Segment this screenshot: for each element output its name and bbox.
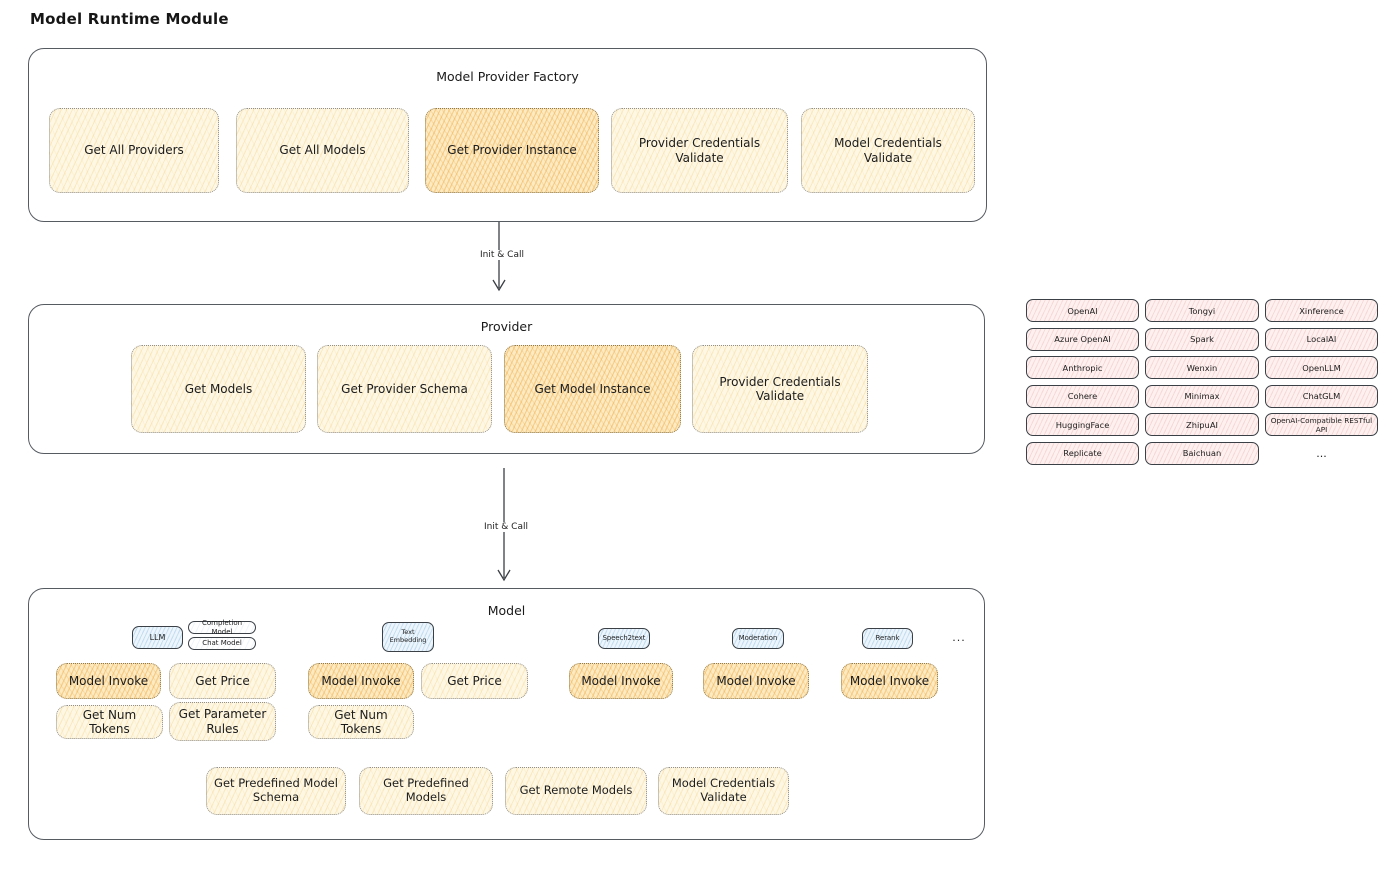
provider-get-provider-schema: Get Provider Schema xyxy=(317,345,492,433)
provider-item-anthropic: Anthropic xyxy=(1026,356,1139,379)
provider-item-huggingface: HuggingFace xyxy=(1026,413,1139,436)
tag-chat-model: Chat Model xyxy=(188,637,256,650)
provider-item-openai: OpenAI xyxy=(1026,299,1139,322)
llm-get-num-tokens: Get Num Tokens xyxy=(56,705,163,739)
factory-panel: Model Provider Factory Get All Providers… xyxy=(28,48,990,228)
provider-item-localai: LocalAI xyxy=(1265,327,1378,351)
text-embedding-model-invoke: Model Invoke xyxy=(308,663,414,699)
model-credentials-validate: Model Credentials Validate xyxy=(658,767,789,815)
tag-text-embedding: Text Embedding xyxy=(382,622,434,652)
provider-item-zhipuai: ZhipuAI xyxy=(1145,413,1259,436)
tag-speech2text: Speech2text xyxy=(598,628,650,649)
provider-get-model-instance: Get Model Instance xyxy=(504,345,681,433)
provider-item-azure-openai: Azure OpenAI xyxy=(1026,327,1139,351)
provider-item-tongyi: Tongyi xyxy=(1145,299,1259,322)
llm-model-invoke: Model Invoke xyxy=(56,663,161,699)
tag-llm: LLM xyxy=(132,626,183,649)
factory-get-all-providers: Get All Providers xyxy=(49,108,219,193)
text-embedding-get-price: Get Price xyxy=(421,663,528,699)
get-predefined-model-schema: Get Predefined Model Schema xyxy=(206,767,346,815)
provider-item-cohere: Cohere xyxy=(1026,384,1139,408)
model-more-ellipsis: ... xyxy=(952,630,966,644)
provider-item-openai-compatible: OpenAI-Compatible RESTful API xyxy=(1265,413,1378,436)
provider-item-baichuan: Baichuan xyxy=(1145,441,1259,465)
factory-get-provider-instance: Get Provider Instance xyxy=(425,108,599,193)
provider-item-chatglm: ChatGLM xyxy=(1265,384,1378,408)
provider-title: Provider xyxy=(480,319,533,334)
model-panel: Model LLM Completion Model Chat Model Te… xyxy=(28,588,999,855)
providers-grid: OpenAI Tongyi Xinference Azure OpenAI Sp… xyxy=(1026,299,1378,465)
factory-provider-credentials-validate: Provider Credentials Validate xyxy=(611,108,788,193)
llm-get-price: Get Price xyxy=(169,663,276,699)
providers-more-ellipsis: ... xyxy=(1316,446,1327,460)
factory-model-credentials-validate: Model Credentials Validate xyxy=(801,108,975,193)
provider-item-spark: Spark xyxy=(1145,327,1259,351)
provider-item-xinference: Xinference xyxy=(1265,299,1378,322)
provider-item-minimax: Minimax xyxy=(1145,384,1259,408)
factory-get-all-models: Get All Models xyxy=(236,108,409,193)
get-remote-models: Get Remote Models xyxy=(505,767,647,815)
text-embedding-get-num-tokens: Get Num Tokens xyxy=(308,705,414,739)
provider-get-models: Get Models xyxy=(131,345,306,433)
rerank-model-invoke: Model Invoke xyxy=(841,663,938,699)
arrow1-label: Init & Call xyxy=(462,250,542,260)
get-predefined-models: Get Predefined Models xyxy=(359,767,493,815)
tag-rerank: Rerank xyxy=(862,628,913,649)
factory-title: Model Provider Factory xyxy=(436,69,579,84)
provider-provider-credentials-validate: Provider Credentials Validate xyxy=(692,345,868,433)
provider-item-replicate: Replicate xyxy=(1026,441,1139,465)
tag-moderation: Moderation xyxy=(732,628,784,649)
provider-item-openllm: OpenLLM xyxy=(1265,356,1378,379)
provider-item-wenxin: Wenxin xyxy=(1145,356,1259,379)
speech2text-model-invoke: Model Invoke xyxy=(569,663,673,699)
model-title: Model xyxy=(487,603,526,618)
page-title: Model Runtime Module xyxy=(30,10,229,28)
arrow2-label: Init & Call xyxy=(468,522,544,532)
moderation-model-invoke: Model Invoke xyxy=(703,663,809,699)
llm-get-parameter-rules: Get Parameter Rules xyxy=(169,702,276,741)
tag-completion-model: Completion Model xyxy=(188,619,256,636)
provider-panel: Provider Get Models Get Provider Schema … xyxy=(28,304,999,469)
